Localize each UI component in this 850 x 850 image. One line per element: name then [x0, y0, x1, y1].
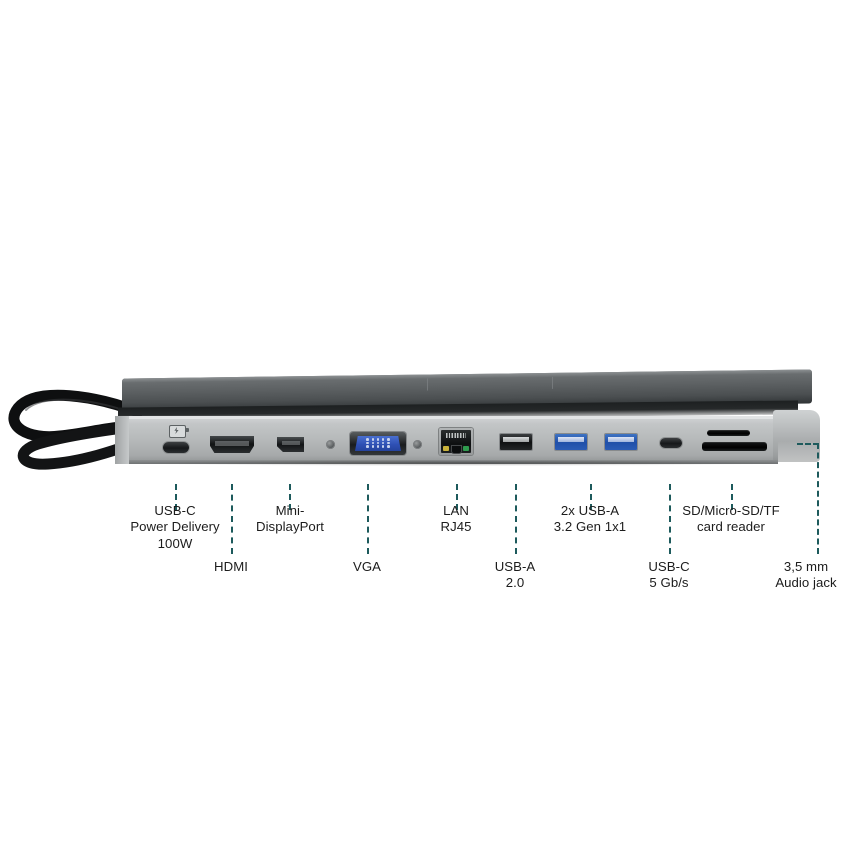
leader-line-usb-a-2	[515, 484, 519, 554]
label-vga: VGA	[353, 559, 381, 574]
leader-line-usb-a-3	[590, 484, 594, 510]
label-lan: LAN RJ45	[440, 503, 472, 535]
label-usb-c-pd: USB-C Power Delivery 100W	[130, 503, 220, 551]
hdmi-port-icon[interactable]	[210, 436, 254, 453]
leader-line-usb-c-data	[669, 484, 673, 554]
leader-line-usb-c-pd	[175, 484, 179, 510]
vga-port-icon[interactable]	[350, 432, 406, 455]
leader-line-audio-jack	[817, 443, 821, 554]
usb-a-blue-port-icon-1[interactable]	[555, 434, 587, 450]
device-right-endcap	[773, 410, 820, 462]
label-usb-a-3: 2x USB-A 3.2 Gen 1x1	[553, 503, 627, 535]
usb-c-data-port-icon[interactable]	[660, 438, 682, 448]
label-usb-a-2: USB-A 2.0	[494, 559, 536, 591]
label-card-reader: SD/Micro-SD/TF card reader	[682, 503, 780, 535]
screw-hole-right	[413, 440, 422, 449]
docking-station-body	[110, 369, 820, 482]
screw-hole-left	[326, 440, 335, 449]
micro-sd-slot-icon[interactable]	[707, 430, 750, 436]
label-mini-dp: Mini- DisplayPort	[256, 503, 324, 535]
leader-line-mini-dp	[289, 484, 293, 510]
leader-line-lan	[456, 484, 460, 510]
usb-c-port-icon[interactable]	[163, 442, 189, 453]
leader-elbow-audio-jack	[797, 443, 819, 445]
leader-line-vga	[367, 484, 371, 554]
device-left-edge	[115, 416, 129, 464]
mini-displayport-icon[interactable]	[277, 437, 304, 452]
label-audio-jack: 3,5 mm Audio jack	[775, 559, 837, 591]
rj45-port-icon[interactable]	[439, 428, 473, 455]
power-delivery-icon	[169, 425, 189, 438]
usb-a-blue-port-icon-2[interactable]	[605, 434, 637, 450]
sd-card-slot-icon[interactable]	[702, 442, 767, 451]
label-usb-c-data: USB-C 5 Gb/s	[648, 559, 690, 591]
label-hdmi: HDMI	[214, 559, 248, 574]
leader-line-card-reader	[731, 484, 735, 510]
leader-line-hdmi	[231, 484, 235, 554]
usb-a-port-icon[interactable]	[500, 434, 532, 450]
